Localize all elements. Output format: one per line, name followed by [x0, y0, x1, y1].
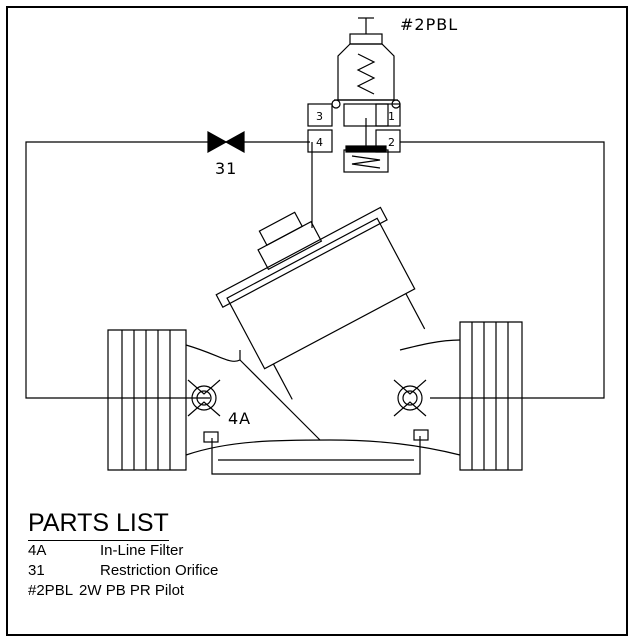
part-code: 31: [28, 562, 45, 579]
part-desc: In-Line Filter: [100, 542, 184, 559]
main-valve-body: [107, 206, 523, 475]
port-4-label: 4: [316, 136, 324, 149]
parts-list-item: 4A In-Line Filter: [28, 541, 218, 561]
part-desc: Restriction Orifice: [100, 562, 219, 579]
orifice-tag: 31: [215, 159, 237, 178]
parts-list-title: PARTS LIST: [28, 508, 169, 541]
control-tubing: [25, 141, 310, 399]
control-tubing-right: [400, 141, 605, 399]
pilot-valve: [307, 17, 401, 173]
inline-filter-right: [393, 379, 427, 417]
restriction-orifice: [207, 130, 228, 154]
parts-list-item: 31 Restriction Orifice: [28, 561, 218, 581]
port-2-label: 2: [388, 136, 396, 149]
part-code: 4A: [28, 542, 47, 559]
part-code: #2PBL: [28, 582, 74, 599]
port-3-label: 3: [316, 110, 324, 123]
port-1-label: 1: [388, 110, 396, 123]
part-desc: 2W PB PR Pilot: [79, 582, 185, 599]
parts-list-item: #2PBL 2W PB PR Pilot: [28, 581, 218, 601]
inline-filter-left: [187, 379, 221, 417]
parts-list: PARTS LIST 4A In-Line Filter 31 Restrict…: [28, 508, 218, 601]
diagram-frame: [6, 6, 628, 636]
pilot-tag: #2PBL: [400, 15, 458, 34]
filter-tag: 4A: [228, 409, 251, 428]
